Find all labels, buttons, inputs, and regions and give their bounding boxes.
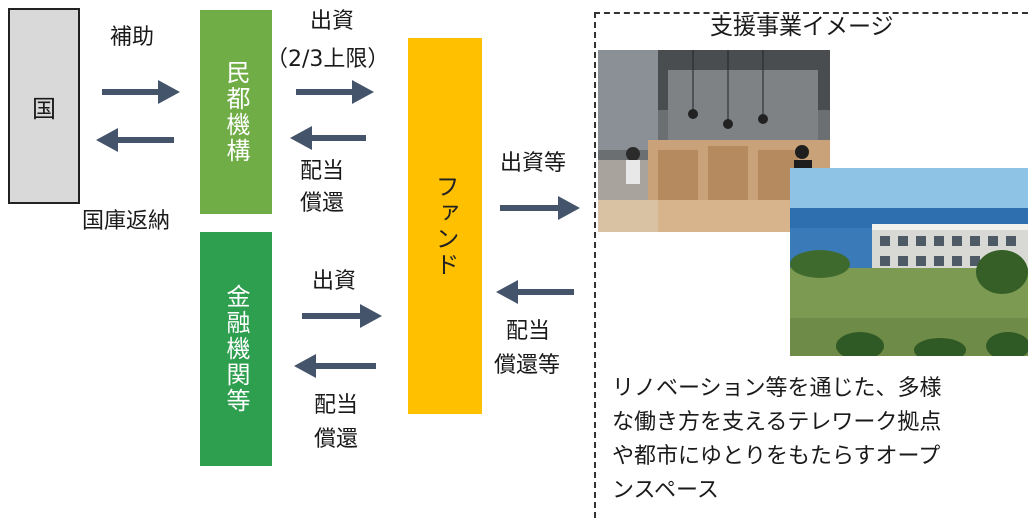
description-line-4: ンスペース xyxy=(612,478,719,503)
support-panel-title: 支援事業イメージ xyxy=(710,14,894,40)
arrow-left-icon xyxy=(290,126,366,150)
fund-label: ファンド xyxy=(431,174,459,278)
haito-label-1: 配当 xyxy=(300,159,345,184)
shusshi-bottom-label: 出資 xyxy=(312,269,357,294)
arrow-left-icon xyxy=(496,280,574,304)
kinyu-label: 金融機関等 xyxy=(222,284,250,414)
description-line-2: な働き方を支えるテレワーク拠点 xyxy=(612,410,942,435)
seaside-photo xyxy=(790,168,1028,356)
minto-label: 民都機構 xyxy=(222,60,250,164)
shokan-label-2: 償還 xyxy=(314,427,359,452)
arrow-left-icon xyxy=(96,128,174,152)
description-line-3: や都市にゆとりをもたらすオープ xyxy=(612,444,941,469)
shokan-label-3: 償還等 xyxy=(494,353,561,378)
arrow-right-icon xyxy=(102,80,180,104)
haito-label-3: 配当 xyxy=(506,319,551,344)
hojo-label: 補助 xyxy=(110,25,155,50)
kinyu-box: 金融機関等 xyxy=(200,232,272,466)
kuni-label: 国 xyxy=(32,94,56,123)
arrow-right-icon xyxy=(500,196,580,220)
arrow-left-icon xyxy=(294,354,376,378)
support-panel xyxy=(594,12,1028,518)
shusshi-top-label: 出資 xyxy=(310,9,355,34)
arrow-right-icon xyxy=(296,80,374,104)
kokko-henno-label: 国庫返納 xyxy=(82,209,171,234)
minto-box: 民都機構 xyxy=(200,10,272,214)
support-description: リノベーション等を通じた、多様 な働き方を支えるテレワーク拠点 や都市にゆとりを… xyxy=(612,372,942,508)
haito-label-2: 配当 xyxy=(314,393,359,418)
shokan-label-1: 償還 xyxy=(300,191,345,216)
kuni-box: 国 xyxy=(8,8,80,204)
fund-box: ファンド xyxy=(408,38,482,414)
arrow-right-icon xyxy=(302,304,382,328)
limit-label: （2/3上限） xyxy=(266,47,390,72)
description-line-1: リノベーション等を通じた、多様 xyxy=(612,376,942,401)
shusshi-to-label: 出資等 xyxy=(500,151,567,176)
